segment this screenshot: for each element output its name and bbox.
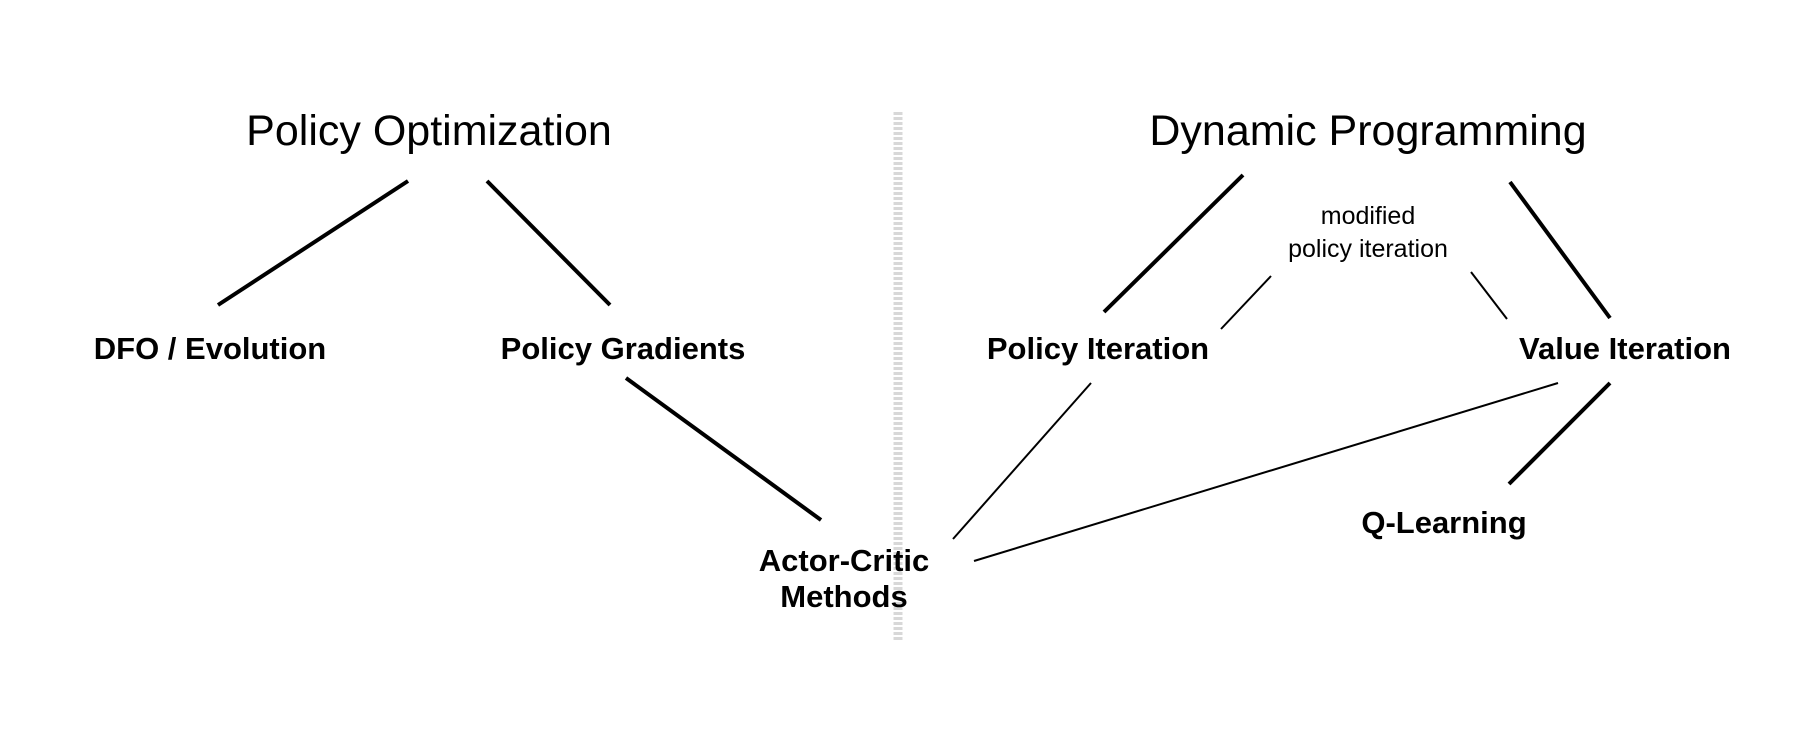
edge-value-iteration-q-learning xyxy=(1507,381,1612,486)
node-policy-gradients: Policy Gradients xyxy=(500,331,746,366)
heading-dynamic-programming: Dynamic Programming xyxy=(1149,107,1587,155)
edge-policy-optimization-policy-gradients xyxy=(485,179,612,307)
edge-policy-iteration-actor-critic xyxy=(952,382,1092,540)
edge-annotation-policy-iteration xyxy=(1220,275,1272,330)
edge-dynamic-programming-value-iteration xyxy=(1508,180,1612,320)
annotation-line-1: modified xyxy=(1320,202,1416,230)
node-q-learning: Q-Learning xyxy=(1361,505,1527,540)
heading-policy-optimization: Policy Optimization xyxy=(246,107,612,155)
node-actor-critic-methods: Actor-Critic Methods xyxy=(759,543,930,615)
edge-annotation-value-iteration xyxy=(1470,271,1508,320)
edge-policy-gradients-actor-critic xyxy=(624,376,823,522)
node-value-iteration: Value Iteration xyxy=(1519,331,1731,366)
actor-critic-line-1: Actor-Critic xyxy=(758,543,930,578)
annotation-modified-policy-iteration: modified policy iteration xyxy=(1288,200,1448,267)
node-dfo-evolution: DFO / Evolution xyxy=(93,331,327,366)
edge-dynamic-programming-policy-iteration xyxy=(1102,173,1245,314)
edge-value-iteration-actor-critic xyxy=(973,382,1559,562)
actor-critic-line-2: Methods xyxy=(780,579,908,614)
annotation-line-2: policy iteration xyxy=(1288,235,1448,264)
node-policy-iteration: Policy Iteration xyxy=(986,331,1210,366)
edge-policy-optimization-dfo xyxy=(216,179,410,307)
